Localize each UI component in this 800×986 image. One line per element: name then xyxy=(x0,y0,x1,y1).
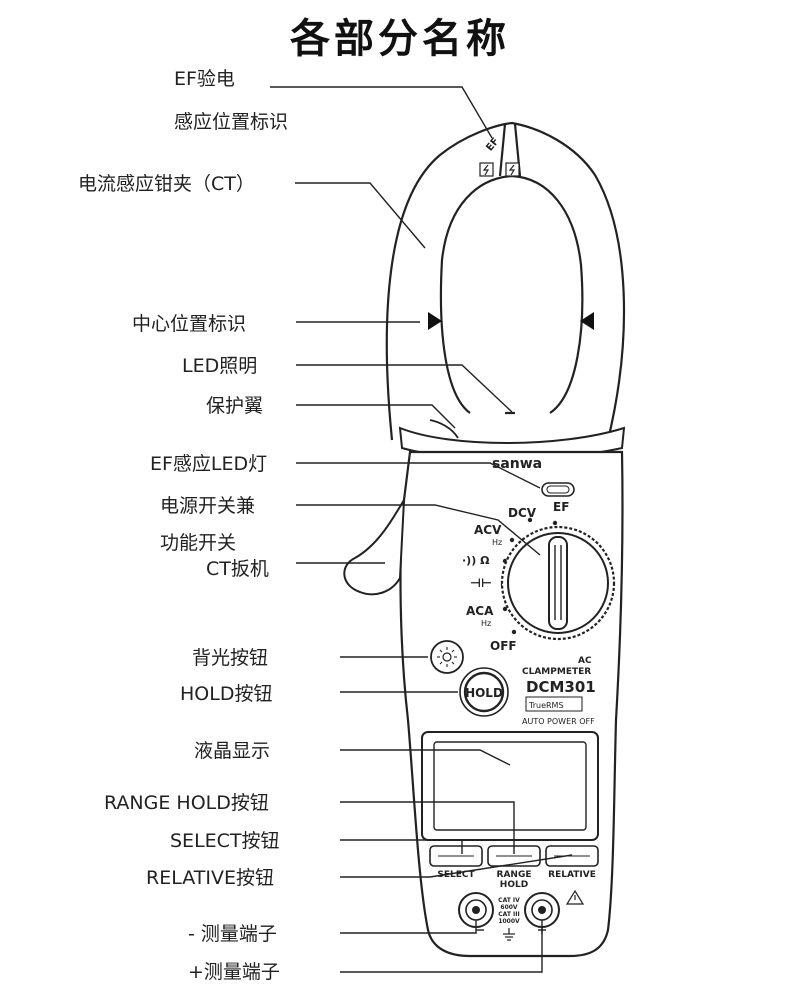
guard-wing-left xyxy=(429,419,459,439)
page-title: 各部分名称 xyxy=(290,16,510,62)
dial-acv-label: ACV xyxy=(474,523,502,537)
auto-power-off-label: AUTO POWER OFF xyxy=(522,717,595,726)
label-ef-sense-led: EF感应LED灯 xyxy=(150,453,267,475)
label-sense-position-mark: 感应位置标识 xyxy=(174,111,288,133)
select-button[interactable] xyxy=(429,845,483,867)
ct-trigger xyxy=(343,499,405,596)
leader-minus-terminal xyxy=(340,920,477,934)
center-mark-left-icon xyxy=(428,312,442,330)
select-button-label: SELECT xyxy=(437,870,475,880)
hold-button-label: HOLD xyxy=(465,686,503,700)
brand-logo: sanwa xyxy=(492,456,542,472)
label-hold-button: HOLD按钮 xyxy=(180,683,272,705)
leader-plus-terminal xyxy=(340,920,543,973)
dial-capacitance-label: ⊣⊢ xyxy=(470,576,492,590)
clamp-jaws xyxy=(385,121,626,441)
label-led-light: LED照明 xyxy=(182,355,257,377)
label-lcd-display: 液晶显示 xyxy=(194,740,270,762)
label-power-switch: 电源开关兼 xyxy=(160,495,255,517)
label-relative-button: RELATIVE按钮 xyxy=(146,867,274,889)
leader-lcd xyxy=(340,749,511,766)
range-button-label: RANGE xyxy=(497,870,532,880)
label-plus-terminal: +测量端子 xyxy=(188,961,280,983)
leader-protective-guard xyxy=(296,404,456,429)
leader-lines xyxy=(270,86,573,973)
clamp-inner-outline xyxy=(439,174,584,414)
dial-hz-label-1: Hz xyxy=(492,538,502,547)
clamp-outer-outline xyxy=(385,121,626,441)
backlight-button[interactable] xyxy=(430,640,464,674)
label-range-hold-button: RANGE HOLD按钮 xyxy=(104,792,269,814)
dial-ohm-label: ·)) Ω xyxy=(462,554,490,567)
jaw-gap-left xyxy=(498,123,507,177)
model-clampmeter-label: CLAMPMETER xyxy=(522,667,591,677)
leader-range-hold xyxy=(340,801,515,854)
ef-sense-icon-left xyxy=(479,162,494,177)
label-ef-check: EF验电 xyxy=(174,68,235,90)
truerms-label: TrueRMS xyxy=(528,701,564,710)
leader-ef-led xyxy=(296,462,541,489)
dial-hz-label-2: Hz xyxy=(481,619,491,628)
cat-rating-1: CAT IV xyxy=(498,897,520,904)
range-hold-button-label: HOLD xyxy=(500,880,528,890)
leader-relative xyxy=(340,854,573,878)
rotary-function-switch[interactable] xyxy=(500,525,616,641)
cat-rating-3: CAT III xyxy=(498,911,519,918)
model-number: DCM301 xyxy=(526,678,596,696)
truerms-badge xyxy=(525,696,583,712)
dial-off-label: OFF xyxy=(490,639,517,653)
dial-aca-label: ACA xyxy=(466,604,494,618)
ef-sense-icon-right xyxy=(505,162,520,177)
label-protective-guard: 保护翼 xyxy=(206,395,263,417)
leader-power-switch xyxy=(296,504,541,556)
label-minus-terminal: - 测量端子 xyxy=(188,923,277,945)
center-mark-right-icon xyxy=(580,312,594,330)
hold-button[interactable]: HOLD xyxy=(459,667,509,717)
minus-terminal[interactable] xyxy=(458,892,494,928)
label-select-button: SELECT按钮 xyxy=(170,830,280,852)
cat-rating-2: 600V xyxy=(500,904,518,911)
leader-ef-sense-position xyxy=(270,86,493,139)
cat-rating-4: 1000V xyxy=(498,918,520,925)
ef-mark: EF xyxy=(484,136,501,154)
label-ct-trigger: CT扳机 xyxy=(206,558,269,580)
lcd-display xyxy=(421,731,599,841)
ground-symbol-icon xyxy=(503,928,515,941)
label-current-clamp-ct: 电流感应钳夹（CT） xyxy=(78,173,255,195)
label-center-position-mark: 中心位置标识 xyxy=(132,313,246,335)
dial-dcv-label: DCV xyxy=(508,506,537,520)
warning-icon xyxy=(565,889,585,905)
dial-ef-label: EF xyxy=(553,500,569,514)
label-function-switch: 功能开关 xyxy=(160,532,236,554)
leader-ct-jaw xyxy=(295,182,426,249)
relative-button[interactable] xyxy=(545,845,599,867)
relative-button-label: RELATIVE xyxy=(548,870,596,880)
leader-led-light xyxy=(296,364,513,413)
leader-select xyxy=(340,839,463,854)
model-ac-label: AC xyxy=(578,656,592,666)
label-backlight-button: 背光按钮 xyxy=(192,647,268,669)
